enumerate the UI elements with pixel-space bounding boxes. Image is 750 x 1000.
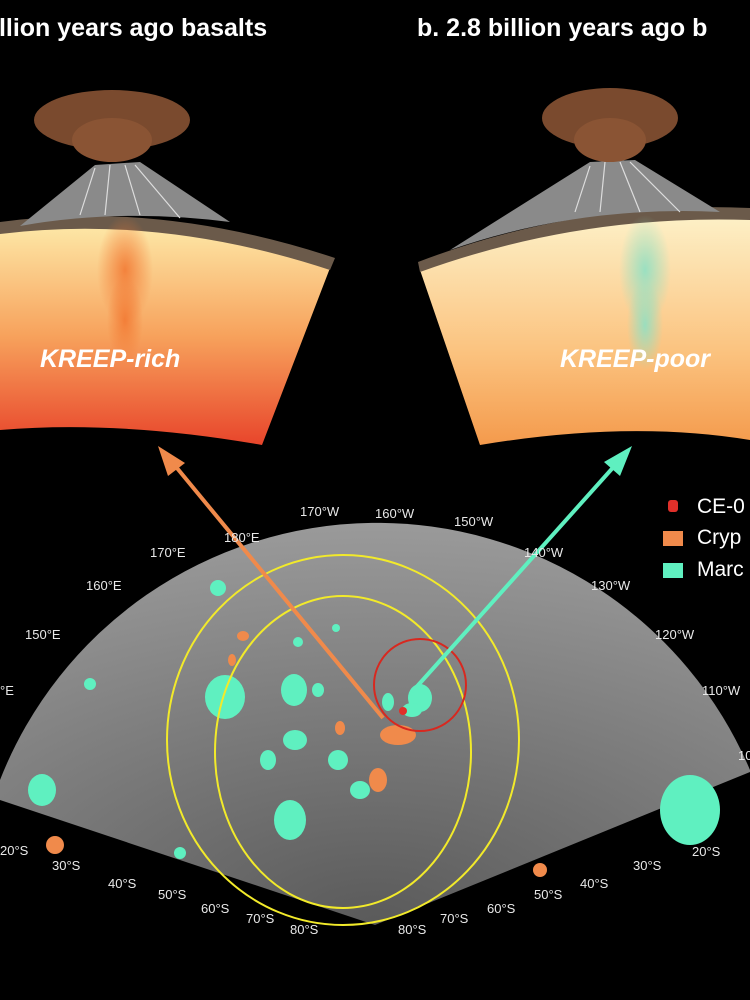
longitude-label: 140°W [524, 545, 564, 560]
latitude-label: 40°S [108, 876, 137, 891]
latitude-label: 30°S [633, 858, 662, 873]
longitude-label: 130°W [591, 578, 631, 593]
latitude-label: 70°S [440, 911, 469, 926]
latitude-label: 80°S [290, 922, 319, 937]
volcano-icon [450, 88, 720, 250]
teal-swatch-icon [663, 562, 683, 578]
longitude-label: 10 [738, 748, 750, 763]
latitude-label: 20°S [692, 844, 721, 859]
longitude-label: 110°W [702, 683, 741, 698]
latitude-label: 50°S [534, 887, 563, 902]
moon-map [0, 522, 750, 926]
latitude-label: 80°S [398, 922, 427, 937]
longitude-label: 160°W [375, 506, 415, 521]
latitude-label: 60°S [487, 901, 516, 916]
legend-label: Cryp [697, 526, 742, 549]
longitude-label: 120°W [655, 627, 695, 642]
kreep-rich-label: KREEP-rich [40, 345, 181, 373]
panel-b-cross-section [418, 88, 750, 445]
latitude-label: 40°S [580, 876, 609, 891]
kreep-poor-label: KREEP-poor [560, 345, 710, 373]
orange-arrow [158, 446, 385, 720]
longitude-label: °E [0, 683, 14, 698]
orange-swatch-icon [663, 530, 683, 546]
inner-basin-ring [214, 595, 472, 909]
landing-region-circle [373, 638, 467, 732]
legend-item-cryptomare: Cryp [663, 526, 741, 550]
latitude-label: 50°S [158, 887, 187, 902]
ce6-landing-site-icon [399, 707, 407, 715]
longitude-label: 170°E [150, 545, 186, 560]
volcano-icon [20, 90, 230, 226]
longitude-label: 150°E [25, 627, 61, 642]
panel-a-title: illion years ago basalts [0, 14, 268, 42]
panel-b-title: b. 2.8 billion years ago b [417, 14, 708, 42]
teal-arrow [410, 446, 632, 694]
legend-item-mare: Marc [663, 558, 744, 582]
longitude-label: 180°E [224, 530, 260, 545]
outer-basin-ring [166, 554, 520, 926]
longitude-label: 170°W [300, 504, 340, 519]
latitude-label: 30°S [52, 858, 81, 873]
legend-label: CE-0 [697, 495, 745, 518]
legend-item-ce6: CE-0 [663, 495, 745, 519]
red-hexagon-icon [663, 499, 683, 515]
legend-label: Marc [697, 558, 744, 581]
latitude-label: 20°S [0, 843, 29, 858]
panel-a-cross-section [0, 90, 335, 445]
latitude-label: 60°S [201, 901, 230, 916]
latitude-label: 70°S [246, 911, 275, 926]
longitude-label: 160°E [86, 578, 122, 593]
longitude-label: 150°W [454, 514, 494, 529]
